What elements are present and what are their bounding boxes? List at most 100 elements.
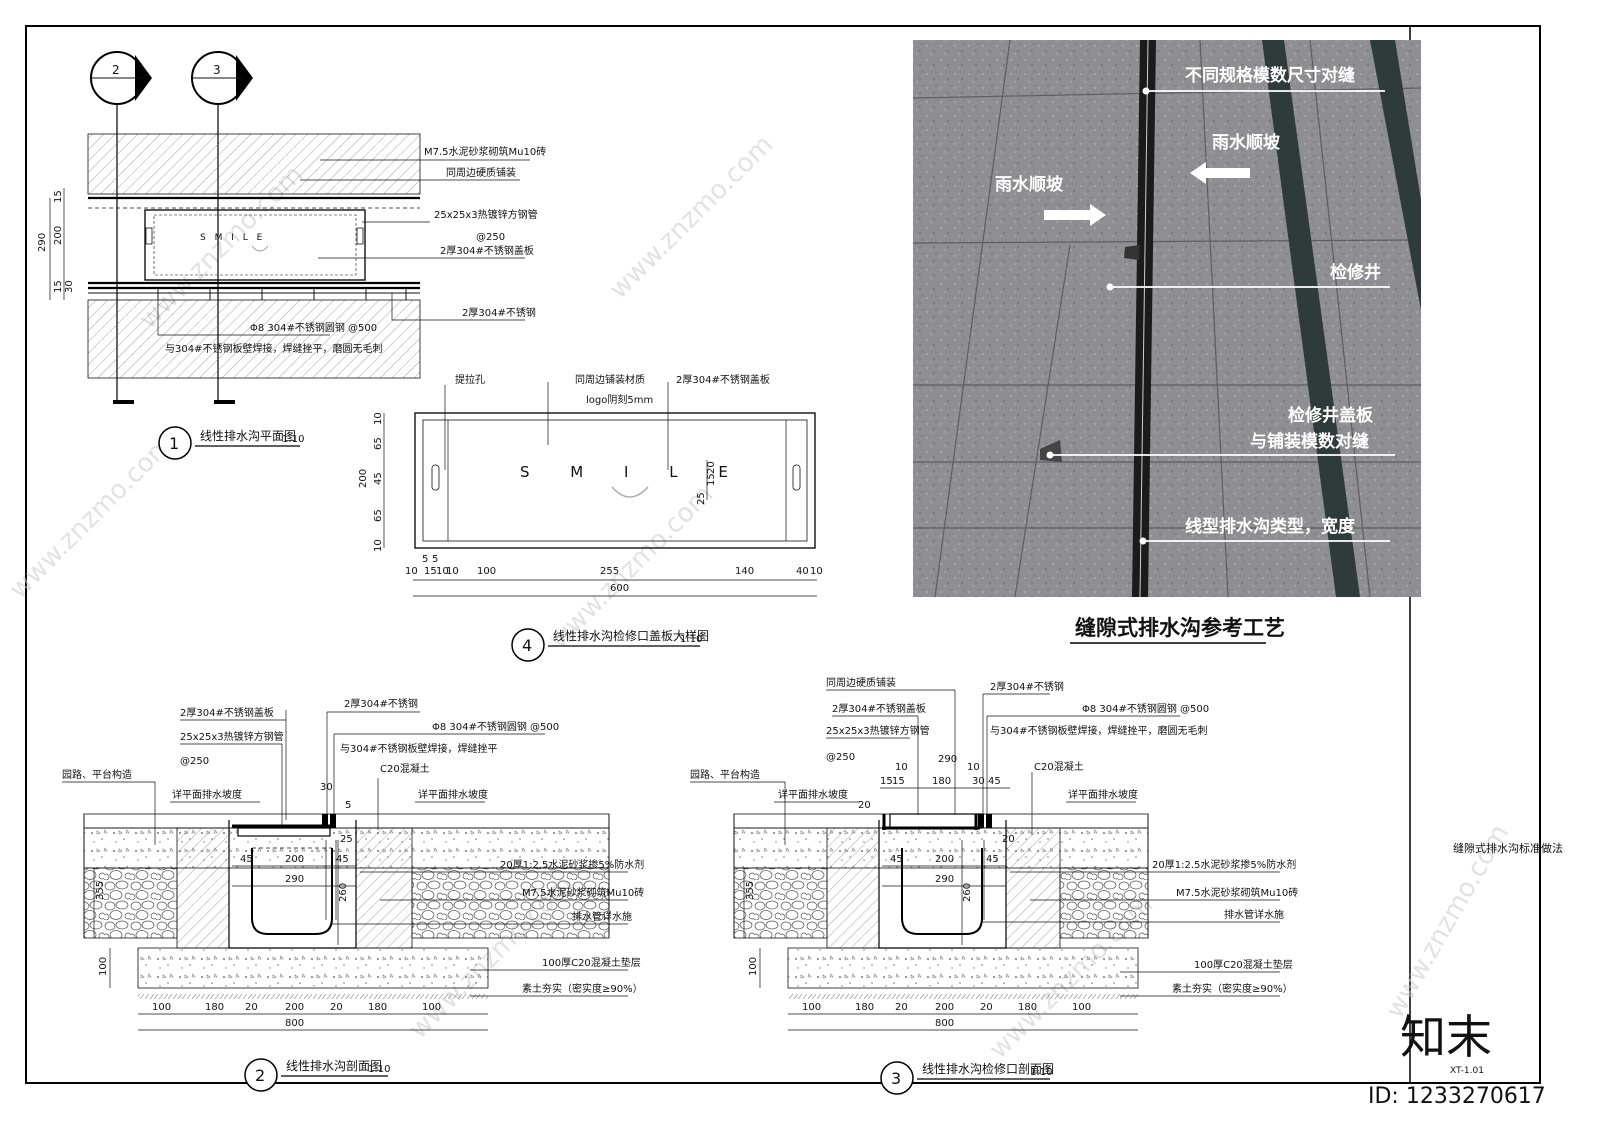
photo-label: 与铺装模数对缝 <box>1250 431 1369 452</box>
dim-text: 290 <box>938 754 957 765</box>
drawing-scale: 1:10 <box>282 434 304 445</box>
dim-text: 290 <box>37 233 48 252</box>
photo-caption: 缝隙式排水沟参考工艺 <box>1075 616 1285 640</box>
callout-text: 详平面排水坡度 <box>1068 788 1138 801</box>
callout-text: 100厚C20混凝土垫层 <box>1194 958 1293 971</box>
dim-text: 10 <box>373 539 384 552</box>
dim-text: 100 <box>477 566 496 577</box>
callout-text: 20厚1:2.5水泥砂浆掺5%防水剂 <box>500 858 644 871</box>
callout-text: 25x25x3热镀锌方钢管 <box>180 730 284 743</box>
callout-text: 素土夯实（密实度≥90%） <box>1172 982 1293 995</box>
photo-label: 不同规格模数尺寸对缝 <box>1185 65 1355 86</box>
section-3: 同周边硬质铺装 2厚304#不锈钢 2厚304#不锈钢盖板 Φ8 304#不锈钢… <box>690 676 1298 1095</box>
callout-text: Φ8 304#不锈钢圆钢 @500 <box>250 321 377 334</box>
dim-text: 355 <box>95 881 106 900</box>
callout-text: 详平面排水坡度 <box>418 788 488 801</box>
dim-text: 290 <box>935 874 954 885</box>
drawing-scale: 1:10 <box>1030 1067 1052 1078</box>
dim-text: 180 <box>855 1002 874 1013</box>
outer-frame <box>25 25 1541 1084</box>
dim-text: 20 <box>980 1002 993 1013</box>
dim-text: 15 <box>880 776 893 787</box>
dim-text: 20 <box>895 1002 908 1013</box>
dim-text: 15 <box>706 473 717 486</box>
dim-text: 10 <box>967 762 980 773</box>
dim-text: 45 <box>988 776 1001 787</box>
dim-text: 45 <box>373 472 384 485</box>
callout-text: logo阴刻5mm <box>586 393 653 406</box>
section-mark-number: 3 <box>213 63 221 77</box>
dim-text: 140 <box>735 566 754 577</box>
dim-text: 15 <box>892 776 905 787</box>
dim-text: 25 <box>340 834 353 845</box>
dim-text: 180 <box>1018 1002 1037 1013</box>
dim-text: 200 <box>285 854 304 865</box>
photo-label: 线型排水沟类型，宽度 <box>1185 516 1356 537</box>
dim-text: 100 <box>152 1002 171 1013</box>
section-2: 2厚304#不锈钢盖板 2厚304#不锈钢 25x25x3热镀锌方钢管 @250… <box>62 697 644 1092</box>
photo-label: 检修井盖板 <box>1288 405 1374 426</box>
callout-text: 园路、平台构造 <box>62 768 132 781</box>
callout-text: 25x25x3热镀锌方钢管 <box>434 208 538 221</box>
caption-number: 4 <box>522 636 532 655</box>
caption-number: 3 <box>891 1069 901 1088</box>
arrow-left-icon <box>1190 162 1250 184</box>
dim-text: 20 <box>330 1002 343 1013</box>
callout-text: M7.5水泥砂浆砌筑Mu10砖 <box>522 886 644 899</box>
callout-text: 排水管详水施 <box>1224 908 1284 921</box>
cover-detail: S M I L E 提拉孔 同周边铺装材质 logo阴刻5mm 2厚304#不锈… <box>358 373 823 662</box>
dim-text: 100 <box>802 1002 821 1013</box>
callout-text: 同周边硬质铺装 <box>446 166 516 179</box>
dim-text: 15 <box>53 190 64 203</box>
dim-text: 200 <box>935 854 954 865</box>
drawing-scale: 1:10 <box>680 634 702 645</box>
reference-photo: 不同规格模数尺寸对缝 雨水顺坡 雨水顺坡 检修井 检修井盖板 与铺装模数对缝 线… <box>912 39 1422 644</box>
cover-logo: S M I L E <box>520 463 746 481</box>
arrow-right-icon <box>1044 204 1106 226</box>
callout-text: Φ8 304#不锈钢圆钢 @500 <box>1082 702 1209 715</box>
dim-text: 45 <box>336 854 349 865</box>
plan-view: 2 3 S M I L E 290 15 2 <box>37 51 546 460</box>
title-block: 缝隙式排水沟标准做法 XT-1.01 知末 ID: 1233270617 <box>1368 841 1563 1109</box>
watermark-text: www.znzmo.com <box>604 130 779 305</box>
callout-text: 2厚304#不锈钢盖板 <box>180 706 274 719</box>
dim-text: 5 <box>432 554 438 565</box>
dim-text: 65 <box>373 509 384 522</box>
drawing-caption: 线性排水沟检修口剖面图 <box>922 1061 1054 1076</box>
caption-number: 2 <box>255 1066 265 1085</box>
drawing-scale: 1:10 <box>368 1064 390 1075</box>
callout-text: 详平面排水坡度 <box>778 788 848 801</box>
dim-text: 10 <box>373 412 384 425</box>
resource-id: ID: 1233270617 <box>1368 1084 1546 1109</box>
plan-logo: S M I L E <box>200 233 265 243</box>
callout-text: 2厚304#不锈钢盖板 <box>676 373 770 386</box>
dim-text: 45 <box>986 854 999 865</box>
dim-text: 260 <box>338 883 349 902</box>
dim-text: 20 <box>1002 834 1015 845</box>
callout-text: 同周边铺装材质 <box>575 373 645 386</box>
callout-text: 提拉孔 <box>455 373 485 386</box>
callout-text: 与304#不锈钢板壁焊接，焊缝挫平，磨圆无毛刺 <box>990 724 1207 737</box>
brand-logo: 知末 <box>1400 1010 1492 1064</box>
dim-text: 45 <box>240 854 253 865</box>
dim-text: 10 <box>436 566 449 577</box>
callout-text: @250 <box>476 232 505 243</box>
dim-text: 100 <box>98 957 109 976</box>
callout-text: M7.5水泥砂浆砌筑Mu10砖 <box>424 145 546 158</box>
dim-text: 20 <box>245 1002 258 1013</box>
dim-total: 600 <box>610 583 629 594</box>
dim-text: 5 <box>422 554 428 565</box>
drawing-caption: 线性排水沟检修口盖板大样图 <box>553 628 709 643</box>
photo-label: 检修井 <box>1330 262 1381 283</box>
dim-text: 25 <box>696 492 707 505</box>
watermark-text: www.znzmo.com <box>4 430 179 605</box>
dim-text: 45 <box>890 854 903 865</box>
dim-text: 100 <box>1072 1002 1091 1013</box>
caption-number: 1 <box>169 434 179 453</box>
dim-text: 355 <box>745 881 756 900</box>
dim-text: 15 <box>53 280 64 293</box>
callout-text: 与304#不锈钢板壁焊接，焊缝挫平，磨圆无毛刺 <box>165 342 382 355</box>
callout-text: 详平面排水坡度 <box>172 788 242 801</box>
dim-text: 5 <box>345 800 351 811</box>
